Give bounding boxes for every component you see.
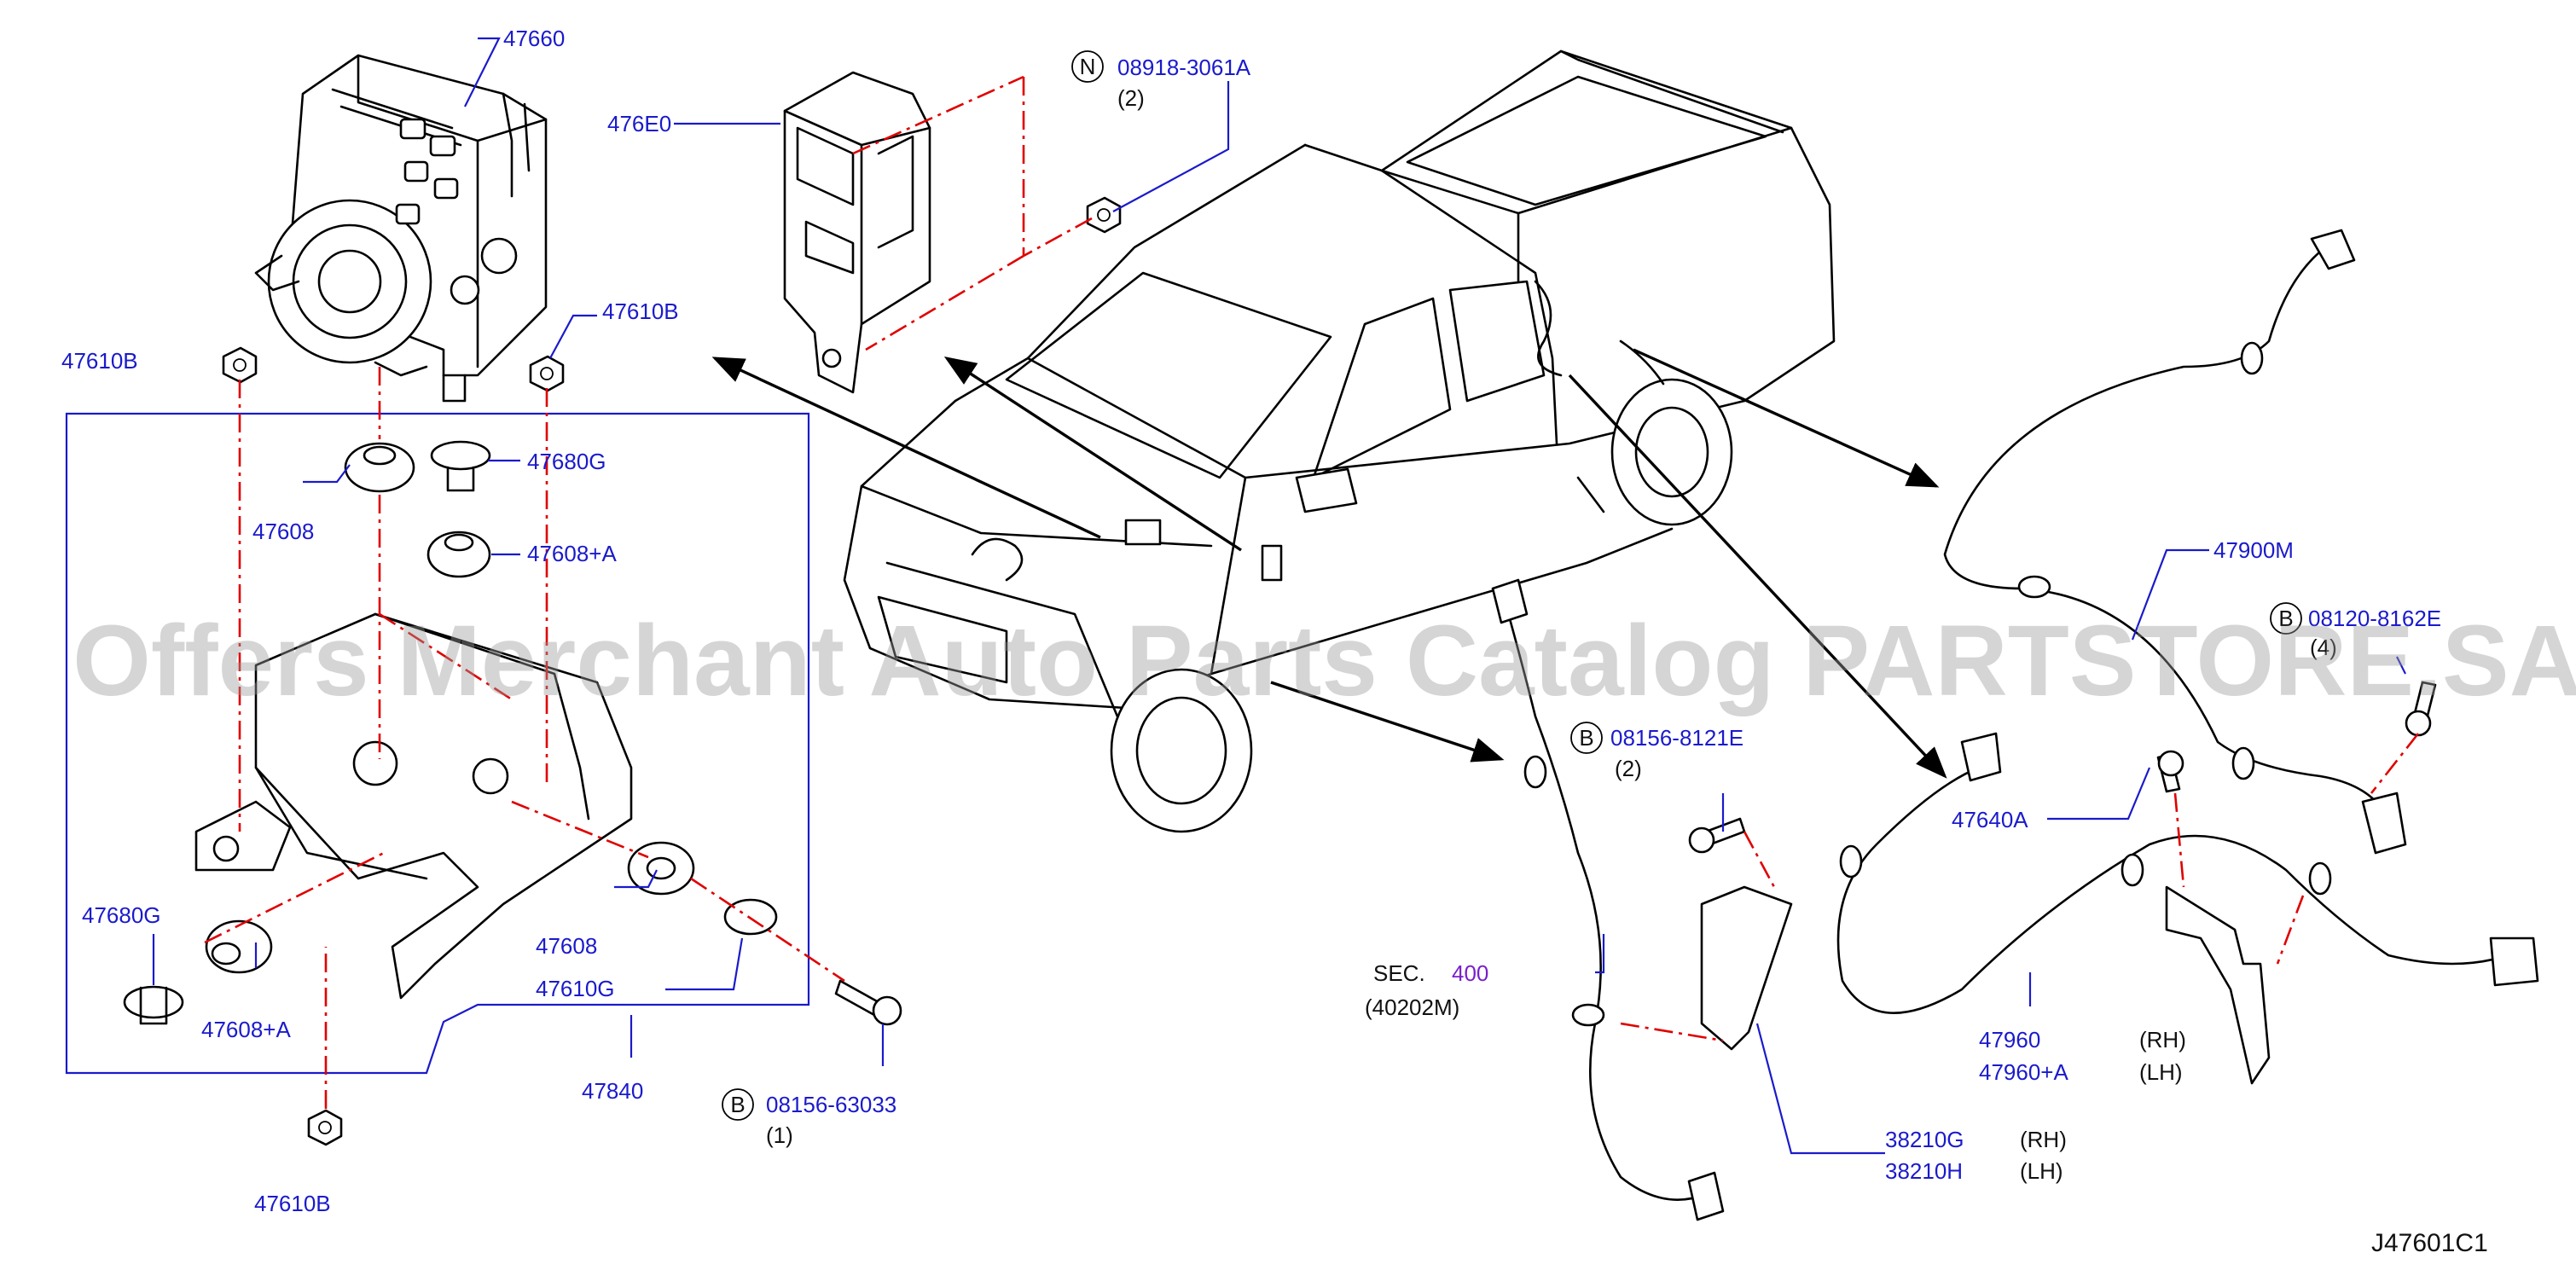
fastener-b2-badge: B: [2270, 602, 2302, 635]
front-sensor-sec400: [1491, 578, 1793, 1221]
label-47900m[interactable]: 47900M: [2213, 537, 2294, 563]
nut-47610b-bottom-icon: [307, 1109, 343, 1146]
label-08120-8162e[interactable]: 08120-8162E: [2308, 606, 2441, 631]
diagram-code: J47601C1: [2371, 1229, 2488, 1257]
label-08918-3061a[interactable]: 08918-3061A: [1117, 55, 1251, 80]
label-476e0[interactable]: 476E0: [607, 111, 671, 136]
label-47610g[interactable]: 47610G: [536, 976, 615, 1001]
fastener-n-badge: N: [1071, 50, 1104, 83]
note-rh-38210: (RH): [2020, 1127, 2067, 1152]
fastener-b2-letter: B: [2278, 606, 2293, 631]
label-38210h[interactable]: 38210H: [1885, 1158, 1963, 1184]
bolt-08156-8121e-icon: [1688, 817, 1746, 854]
note-lh-47960: (LH): [2139, 1059, 2183, 1085]
label-08918-qty: (2): [1117, 85, 1145, 111]
label-08156-63033[interactable]: 08156-63033: [766, 1092, 896, 1117]
note-lh-38210: (LH): [2020, 1158, 2063, 1184]
bolt-08156-63033-icon: [834, 979, 902, 1026]
label-08156-63033-qty: (1): [766, 1122, 793, 1148]
fastener-b3-badge: B: [722, 1088, 754, 1121]
label-38210g[interactable]: 38210G: [1885, 1127, 1964, 1152]
label-47840[interactable]: 47840: [582, 1078, 643, 1104]
bracket-assembly-box: [65, 412, 810, 1075]
note-rh-47960: (RH): [2139, 1027, 2186, 1053]
label-47610b-top-left[interactable]: 47610B: [61, 348, 138, 374]
fastener-b1-letter: B: [1579, 725, 1593, 751]
module-476e0: [783, 71, 931, 394]
alignment-lines: [204, 75, 2420, 1109]
fastener-b1-badge: B: [1570, 722, 1603, 754]
bolt-08120-8162e-icon: [2405, 681, 2437, 737]
label-47608-right[interactable]: 47608: [536, 933, 597, 959]
leader-lines: [152, 37, 2406, 1155]
label-sec-number[interactable]: 400: [1452, 960, 1488, 986]
rear-sensor-harness-47900m: [1943, 229, 2407, 855]
nut-47610b-top-right-icon: [529, 355, 565, 392]
label-08120-qty: (4): [2310, 635, 2337, 660]
label-47610b-top-right[interactable]: 47610B: [602, 299, 679, 324]
callout-arrows: [711, 348, 1947, 779]
label-47610b-bottom[interactable]: 47610B: [254, 1191, 331, 1216]
bolt-47640a-icon: [2156, 750, 2184, 793]
label-47680g-top[interactable]: 47680G: [527, 449, 606, 474]
part-labels: 47660 476E0 47610B 47610B 47680G 47608 4…: [61, 26, 2441, 1216]
label-47680g-left[interactable]: 47680G: [82, 902, 161, 928]
pickup-truck-illustration: [843, 49, 1836, 833]
label-47640a[interactable]: 47640A: [1952, 807, 2028, 832]
label-47608a-left[interactable]: 47608+A: [201, 1017, 291, 1042]
label-47960a[interactable]: 47960+A: [1979, 1059, 2068, 1085]
label-47608a-top[interactable]: 47608+A: [527, 541, 617, 566]
label-sec-prefix: SEC.: [1373, 960, 1425, 986]
label-47960[interactable]: 47960: [1979, 1027, 2040, 1053]
label-08156-8121e[interactable]: 08156-8121E: [1610, 725, 1743, 751]
label-08156-8121e-qty: (2): [1615, 756, 1642, 781]
label-sec-ref: (40202M): [1365, 995, 1459, 1020]
watermark-text: Offers Merchant Auto Parts Catalog PARTS…: [73, 605, 2576, 717]
label-47608-top[interactable]: 47608: [252, 519, 314, 544]
nut-47610b-top-left-icon: [222, 346, 258, 384]
nut-08918-icon: [1086, 196, 1122, 234]
label-47660[interactable]: 47660: [503, 26, 565, 51]
abs-actuator-unit: [254, 54, 548, 403]
fastener-b3-letter: B: [730, 1092, 745, 1117]
fastener-n-letter: N: [1080, 54, 1096, 79]
front-sensor-47960: [1836, 732, 2539, 1085]
